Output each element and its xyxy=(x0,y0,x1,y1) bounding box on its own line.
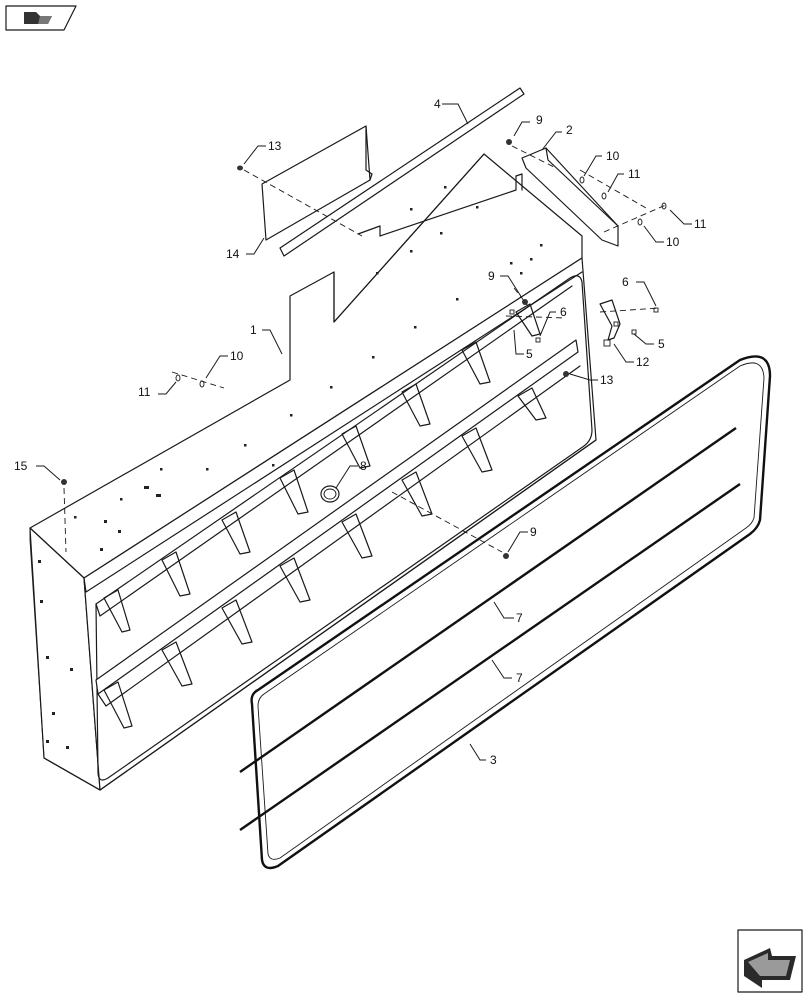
callout-6-mid: 6 xyxy=(560,305,567,319)
callout-7-upper: 7 xyxy=(516,611,523,625)
callout-1: 1 xyxy=(250,323,257,337)
callout-13-mid: 13 xyxy=(600,373,614,387)
callout-13-top: 13 xyxy=(268,139,282,153)
bracket-part-14 xyxy=(261,125,373,241)
callout-9-top: 9 xyxy=(536,113,543,127)
strip-part-4 xyxy=(279,87,525,257)
callout-5-mid: 5 xyxy=(526,347,533,361)
callout-5-right: 5 xyxy=(658,337,665,351)
seal-strip-part-7-b xyxy=(239,483,741,831)
main-frame-part-1 xyxy=(29,153,597,791)
callout-2: 2 xyxy=(566,123,573,137)
screen-panel-part-3 xyxy=(250,355,772,870)
callout-3: 3 xyxy=(490,753,497,767)
callout-4: 4 xyxy=(434,97,441,111)
bracket-part-2 xyxy=(521,147,619,247)
callout-15: 15 xyxy=(14,459,28,473)
callout-14: 14 xyxy=(226,247,240,261)
next-page-arrow-icon[interactable] xyxy=(737,929,803,993)
callout-12: 12 xyxy=(636,355,650,369)
grommet-part-8 xyxy=(320,485,340,503)
callout-9-bottom: 9 xyxy=(530,525,537,539)
callout-9-mid: 9 xyxy=(488,269,495,283)
fasteners xyxy=(61,139,669,559)
callout-11-left: 11 xyxy=(138,385,151,399)
callout-11-right: 11 xyxy=(694,217,707,231)
callout-11-top: 11 xyxy=(628,167,641,181)
callout-10-left: 10 xyxy=(230,349,244,363)
book-arrow-icon[interactable] xyxy=(5,5,77,31)
callout-10-right: 10 xyxy=(666,235,680,249)
callout-8: 8 xyxy=(360,459,367,473)
clip-part-12 xyxy=(599,299,621,347)
callout-6-right: 6 xyxy=(622,275,629,289)
callout-10-top: 10 xyxy=(606,149,620,163)
seal-strip-part-7-a xyxy=(239,427,737,773)
callouts: 4 9 2 13 10 11 11 10 14 9 6 6 1 xyxy=(14,97,707,767)
callout-7-lower: 7 xyxy=(516,671,523,685)
